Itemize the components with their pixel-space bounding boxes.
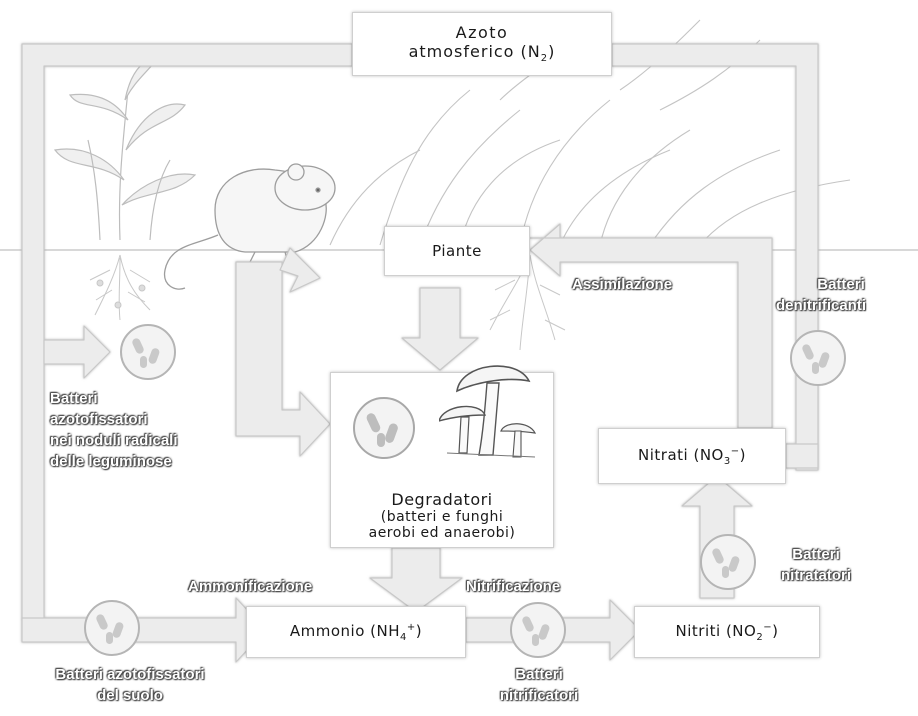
decomposers-desc1: (batteri e funghi bbox=[380, 509, 504, 525]
legume-fixers-line2: azotofissatori bbox=[50, 411, 148, 428]
bacteria-icon bbox=[84, 600, 140, 656]
nitrification-label: Nitrificazione bbox=[466, 578, 561, 595]
soil-fixers-label: Batteri azotofissatori del suolo bbox=[14, 664, 246, 706]
soil-fixers-line1: Batteri azotofissatori bbox=[55, 666, 205, 683]
nitrites-box: Nitriti (NO2−) bbox=[634, 606, 820, 658]
legume-fixers-line3: nei noduli radicali bbox=[50, 432, 178, 449]
mushroom-icon bbox=[439, 365, 537, 458]
nitrates-box: Nitrati (NO3−) bbox=[598, 428, 786, 484]
decomposers-desc2: aerobi ed anaerobi) bbox=[368, 525, 516, 541]
soil-fixers-line2: del suolo bbox=[97, 687, 163, 704]
bacteria-icon bbox=[353, 397, 415, 459]
nitrifying-line2: nitrificatori bbox=[499, 687, 579, 704]
denitrifying-line1: Batteri bbox=[817, 276, 865, 293]
bacteria-icon bbox=[790, 330, 846, 386]
root-icon bbox=[89, 254, 151, 321]
legume-fixers-line1: Batteri bbox=[50, 390, 98, 407]
ammonium-box: Ammonio (NH4+) bbox=[246, 606, 466, 658]
plant-icon bbox=[53, 54, 197, 241]
bacteria-icon bbox=[510, 602, 566, 658]
denitrifying-line2: denitrificanti bbox=[776, 297, 867, 314]
ammonification-label: Ammonificazione bbox=[188, 578, 313, 595]
plants-label: Piante bbox=[432, 242, 482, 260]
atmospheric-line2: atmosferico (N2) bbox=[408, 42, 556, 65]
denitrifying-bacteria-label: Batteri denitrificanti bbox=[776, 274, 866, 316]
nitrate-bacteria-line2: nitratatori bbox=[780, 567, 851, 584]
legume-fixers-label: Batteri azotofissatori nei noduli radica… bbox=[50, 388, 178, 472]
plants-box: Piante bbox=[384, 226, 530, 276]
nitrates-label: Nitrati (NO3−) bbox=[638, 445, 746, 467]
legume-fixers-line4: delle leguminose bbox=[50, 453, 172, 470]
atmospheric-line1: Azoto bbox=[455, 23, 509, 43]
nitrate-bacteria-label: Batteri nitratatori bbox=[764, 544, 868, 586]
nitrifying-bacteria-label: Batteri nitrificatori bbox=[486, 664, 592, 706]
mouse-icon bbox=[163, 163, 336, 290]
bacteria-icon bbox=[120, 324, 176, 380]
nitrate-bacteria-line1: Batteri bbox=[792, 546, 840, 563]
atmospheric-nitrogen-box: Azoto atmosferico (N2) bbox=[352, 12, 612, 76]
ammonium-label: Ammonio (NH4+) bbox=[289, 621, 423, 643]
decomposers-title: Degradatori bbox=[391, 490, 493, 509]
bacteria-icon bbox=[700, 534, 756, 590]
nitrites-label: Nitriti (NO2−) bbox=[675, 621, 779, 643]
nitrifying-line1: Batteri bbox=[515, 666, 563, 683]
decomposers-box: Degradatori (batteri e funghi aerobi ed … bbox=[330, 365, 554, 548]
assimilation-label: Assimilazione bbox=[572, 276, 673, 293]
